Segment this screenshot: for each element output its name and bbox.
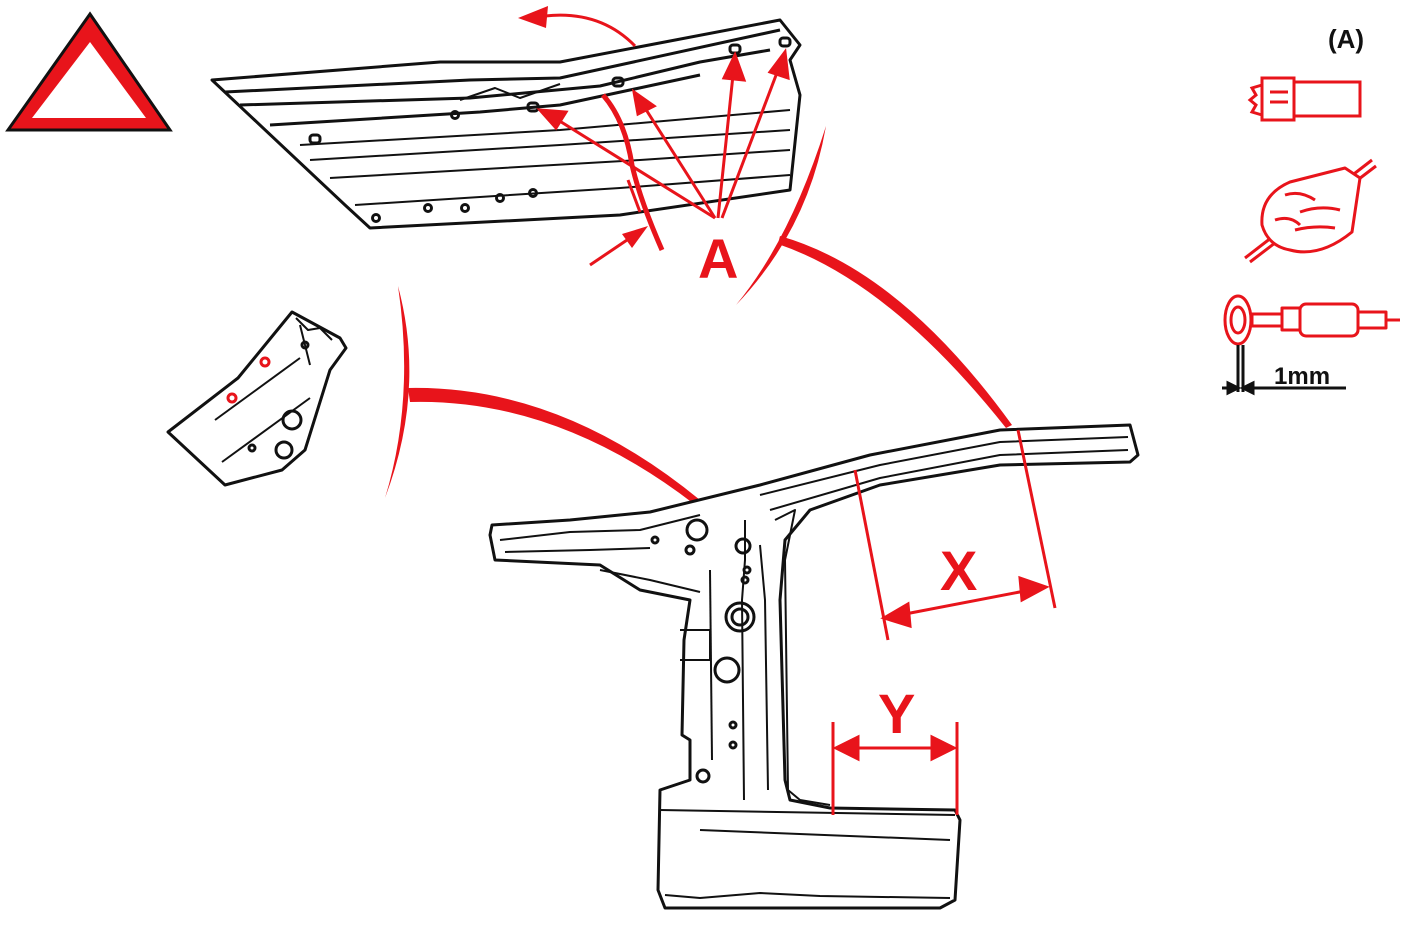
gap-arrow-roof bbox=[589, 179, 648, 267]
hand-sanding-icon bbox=[1244, 158, 1377, 264]
roof-side-panel bbox=[210, 18, 802, 230]
dimension-x bbox=[853, 429, 1057, 641]
dimension-y bbox=[831, 722, 959, 815]
spot-weld-drill-icon bbox=[1247, 76, 1362, 122]
wire-brush-grinder-icon bbox=[1223, 294, 1400, 346]
gap-dimension-label: 1mm bbox=[1274, 363, 1330, 390]
spot-weld-arrows bbox=[536, 48, 790, 220]
legend-key-label: (A) bbox=[1328, 24, 1364, 54]
pillar-reinforcement-bracket bbox=[166, 310, 348, 487]
fold-arrow bbox=[518, 6, 637, 48]
dimension-y-label: Y bbox=[878, 682, 915, 745]
a-pillar-assembly bbox=[488, 423, 1140, 910]
warning-triangle-icon bbox=[5, 11, 173, 132]
detail-bracket-left bbox=[385, 286, 700, 504]
spot-weld-label: A bbox=[698, 227, 738, 290]
dimension-x-label: X bbox=[940, 539, 977, 602]
gap-dimension bbox=[1222, 345, 1346, 396]
